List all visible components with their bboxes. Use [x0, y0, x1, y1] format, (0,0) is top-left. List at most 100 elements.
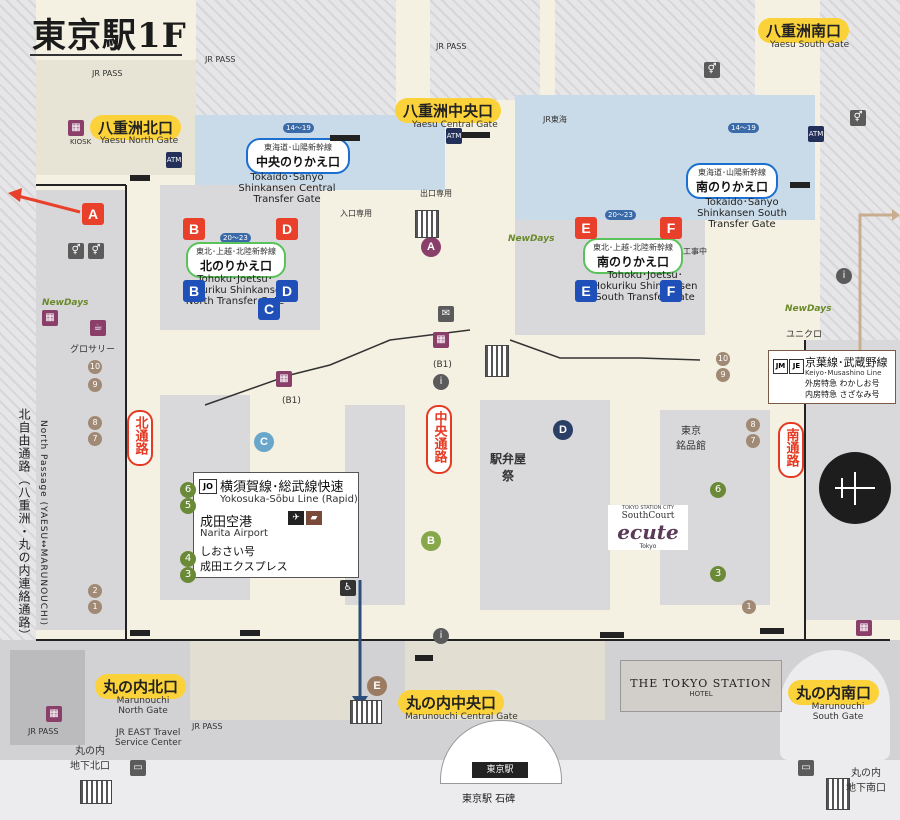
restroom-icon-2[interactable]: ⚥ [704, 62, 720, 78]
narita-express-train: 成田エクスプレス [200, 560, 288, 573]
platform-range-south: 14〜19 [728, 123, 759, 133]
transfer-tohoku-north-line: 東北･上越･北陸新幹線 [196, 247, 276, 256]
stairs-marunouchi-north-underground [80, 780, 112, 804]
exit-marker-C-blue[interactable]: C [258, 298, 280, 320]
narita-en: Narita Airport [200, 528, 268, 539]
info-icon-3[interactable]: i [836, 268, 852, 284]
exit-circle-C[interactable]: C [254, 432, 274, 452]
ecute-sign[interactable]: TOKYO STATION CITY SouthCourt ecute Toky… [608, 505, 688, 550]
airplane-icon: ✈ [288, 511, 304, 525]
exit-marker-F-blue[interactable]: F [660, 280, 682, 302]
transfer-tohoku-south-line: 東北･上越･北陸新幹線 [593, 243, 673, 252]
uniqlo-label: ユニクロ [786, 330, 823, 340]
atm-icon-2[interactable]: ATM [166, 152, 182, 168]
platform-7-icon: 7 [88, 432, 102, 446]
exit-circle-B[interactable]: B [421, 531, 441, 551]
newdays-south: NewDays [785, 304, 832, 314]
ticket-office-icon[interactable]: ▦ [46, 706, 62, 722]
gate-marunouchi-south[interactable]: 丸の内南口 [788, 680, 880, 705]
exit-marker-E-blue[interactable]: E [575, 280, 597, 302]
info-icon-2[interactable]: i [433, 628, 449, 644]
exit-marker-D-blue[interactable]: D [276, 280, 298, 302]
north-passage-ja: 北自由通路（八重洲・丸の内連絡通路） [17, 408, 31, 642]
north-passage-en: North Passage (YAESU↔MARUNOUCHI) [38, 420, 48, 626]
locker-icon[interactable]: ✉ [438, 306, 454, 322]
gate-marunouchi-north[interactable]: 丸の内北口 [95, 674, 187, 699]
area-top-center-block [430, 0, 540, 100]
gate-marunouchi-south-en: Marunouchi South Gate [811, 702, 865, 722]
platform-range-north: 20〜23 [220, 233, 251, 243]
restroom-icon-4[interactable]: ⚥ [88, 243, 104, 259]
platform-range-central: 14〜19 [283, 123, 314, 133]
exit-circle-A[interactable]: A [421, 237, 441, 257]
platform-7-icon-s: 7 [746, 434, 760, 448]
area-top-left-block [196, 0, 396, 115]
gate-yaesu-north[interactable]: 八重洲北口 [90, 115, 182, 140]
construction-label: 工事中 [683, 247, 707, 256]
kiosk-label: KIOSK [70, 138, 92, 146]
transfer-central-line: 東海道･山陽新幹線 [264, 143, 332, 152]
marunouchi-south-dome [780, 650, 890, 760]
exit-circle-D[interactable]: D [553, 420, 573, 440]
jr-pass-top-center: JR PASS [436, 42, 467, 51]
platform-10-icon-s: 10 [716, 352, 730, 366]
exit-circle-E[interactable]: E [367, 676, 387, 696]
map-title: 東京駅1F [32, 16, 187, 56]
cafe-icon[interactable]: ☕ [90, 320, 106, 336]
exit-marker-B-red[interactable]: B [183, 218, 205, 240]
info-icon[interactable]: i [433, 374, 449, 390]
platform-8-icon-s: 8 [746, 418, 760, 432]
exit-marker-E-red[interactable]: E [575, 217, 597, 239]
ecute-logo: ecute [617, 520, 679, 544]
transfer-tohoku-south[interactable]: 東北･上越･北陸新幹線 南のりかえ口 [583, 238, 683, 274]
restroom-icon-3[interactable]: ⚥ [850, 110, 866, 126]
keiyo-line-sign[interactable]: JM JE 京葉線･武蔵野線 Keiyo･Musashino Line 外房特急… [768, 350, 896, 404]
ecute-southcourt: SouthCourt [621, 511, 675, 521]
transfer-south[interactable]: 東海道･山陽新幹線 南のりかえ口 [686, 163, 779, 199]
transfer-south-name: 南のりかえ口 [696, 180, 769, 194]
ticket-machine-icon[interactable]: ▦ [433, 332, 449, 348]
transfer-tohoku-north[interactable]: 東北･上越･北陸新幹線 北のりかえ口 [186, 242, 286, 278]
atm-icon-3[interactable]: ATM [808, 126, 824, 142]
exit-only-label: 出口専用 [420, 189, 452, 198]
b1-label-left: (B1) [282, 396, 301, 406]
arrow-keiyo-line [858, 213, 893, 350]
yokosuka-line-en: Yokosuka-Sōbu Line (Rapid) [220, 494, 358, 505]
b1-label-center: (B1) [433, 360, 452, 370]
ecute-tokyo: Tokyo [639, 543, 657, 550]
jr-pass-top-left: JR PASS [205, 55, 236, 64]
tokyo-station-hotel[interactable]: THE TOKYO STATION HOTEL [620, 660, 782, 712]
ticket-machine-icon-2[interactable]: ▦ [276, 371, 292, 387]
bus-icon[interactable]: ▭ [130, 760, 146, 776]
gate-yaesu-south-en: Yaesu South Gate [770, 40, 850, 50]
gate-marunouchi-central[interactable]: 丸の内中央口 [398, 690, 505, 715]
exit-marker-A[interactable]: A [82, 203, 104, 225]
accessible-icon[interactable]: ♿ [340, 580, 356, 596]
gate-yaesu-south[interactable]: 八重洲南口 [758, 18, 850, 43]
shop-icon[interactable]: ▦ [42, 310, 58, 326]
exit-marker-B-blue[interactable]: B [183, 280, 205, 302]
taxi-icon[interactable]: ▭ [798, 760, 814, 776]
transfer-central[interactable]: 東海道･山陽新幹線 中央のりかえ口 [246, 138, 351, 174]
sazanami-train: 内房特急 さざなみ号 [805, 390, 880, 399]
gate-barriers [130, 132, 810, 661]
gate-yaesu-central[interactable]: 八重洲中央口 [395, 98, 502, 123]
area-left-column [36, 190, 126, 630]
arrow-a-line [17, 194, 81, 214]
narita-ja: 成田空港 [200, 515, 253, 530]
platform-5-icon: 5 [180, 498, 196, 514]
atm-icon[interactable]: ATM [446, 128, 462, 144]
travel-service-center: JR EAST Travel Service Center [115, 728, 182, 748]
passage-central-text: 中央通路 [431, 411, 447, 463]
shop-icon-2[interactable]: ▦ [856, 620, 872, 636]
transfer-tohoku-south-name: 南のりかえ口 [596, 255, 669, 269]
yokosuka-line-info[interactable]: JO 横須賀線･総武線快速 Yokosuka-Sōbu Line (Rapid)… [193, 472, 359, 578]
stairs-marunouchi-central [350, 700, 382, 724]
exit-marker-F-red[interactable]: F [660, 217, 682, 239]
gate-marunouchi-central-en: Marunouchi Central Gate [405, 712, 518, 722]
kiosk-icon[interactable]: ▦ [68, 120, 84, 136]
restroom-icon[interactable]: ⚥ [68, 243, 84, 259]
exit-marker-D-red[interactable]: D [276, 218, 298, 240]
passage-north: 北通路 [127, 410, 153, 466]
